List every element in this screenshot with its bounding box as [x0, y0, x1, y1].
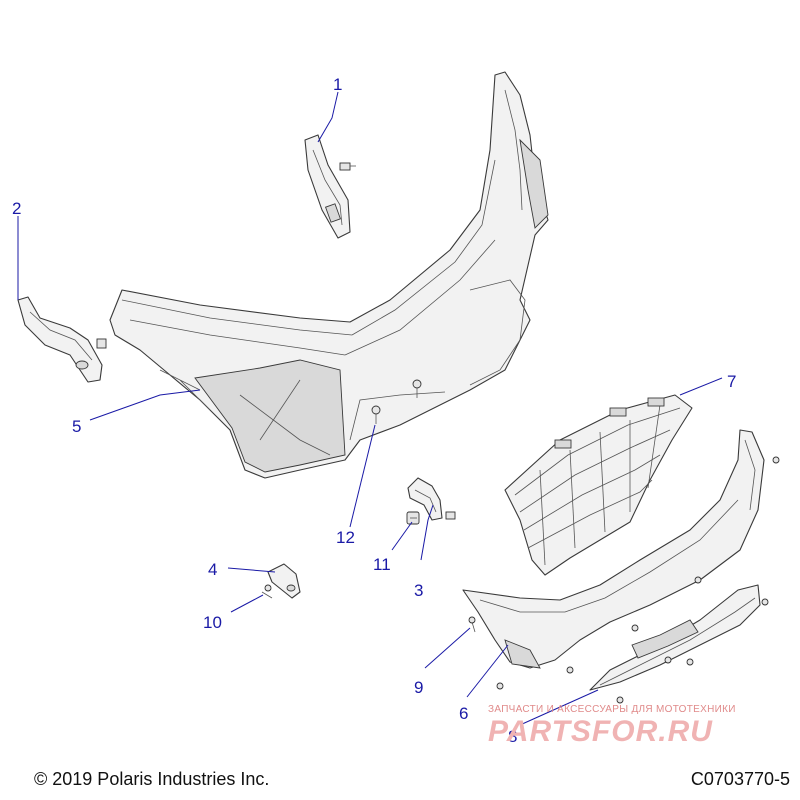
front-frame-part: [109, 71, 549, 479]
copyright-notice: © 2019 Polaris Industries Inc.: [34, 769, 270, 789]
callout-7: 7: [727, 372, 736, 391]
callout-12: 12: [336, 528, 355, 547]
small-bracket-part: [267, 563, 301, 599]
callout-labels: 1 2 3 4 5 6 7 8 9 10 11 12: [12, 75, 736, 746]
callout-2: 2: [12, 199, 21, 218]
callout-10: 10: [203, 613, 222, 632]
push-rivet-part: [371, 379, 422, 424]
callout-3: 3: [414, 581, 423, 600]
callout-4: 4: [208, 560, 217, 579]
watermark-tagline: ЗАПЧАСТИ И АКСЕССУАРЫ ДЛЯ МОТОТЕХНИКИ: [488, 704, 736, 715]
callout-11: 11: [373, 555, 391, 574]
center-bracket-part: [407, 477, 443, 521]
callout-1: 1: [333, 75, 342, 94]
upper-bracket-part: [304, 134, 351, 239]
watermark: ЗАПЧАСТИ И АКСЕССУАРЫ ДЛЯ МОТОТЕХНИКИ PA…: [488, 704, 788, 749]
grille-part: [504, 394, 693, 576]
callout-5: 5: [72, 417, 81, 436]
screw-hardware: [261, 456, 780, 704]
callout-9: 9: [414, 678, 423, 697]
nut-hardware: [96, 338, 107, 349]
bolt-hardware: [339, 162, 356, 171]
callout-6: 6: [459, 704, 468, 723]
leader-lines: [17, 91, 723, 726]
callout-8: 8: [508, 727, 517, 746]
figure-id: C0703770-5: [690, 769, 790, 789]
watermark-logo: PARTSFOR.RU: [488, 715, 713, 748]
bolt-hardware: [445, 511, 456, 520]
left-bracket-part: [17, 296, 103, 383]
bumper-part: [462, 429, 765, 669]
clip-nut-part: [406, 511, 420, 525]
skid-plate-part: [589, 584, 761, 691]
